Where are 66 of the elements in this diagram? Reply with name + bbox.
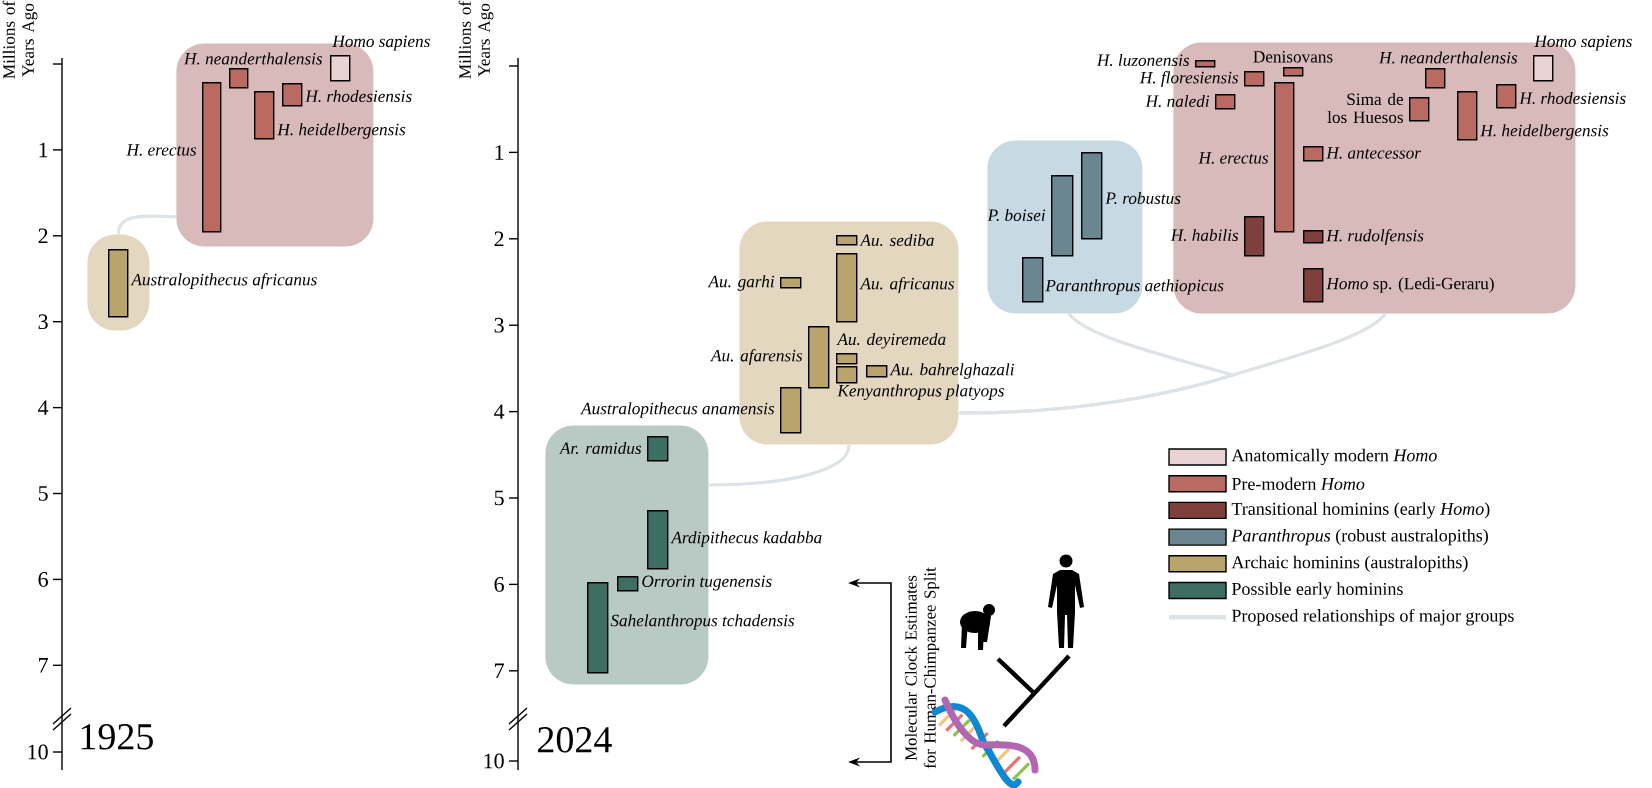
tick-label: 7 [39,658,48,673]
species-label: H. neanderthalensis [183,52,323,65]
legend-label: Paranthropus (robust australopiths) [1231,528,1488,546]
species-label: P. boisei [987,208,1046,222]
tick-label: 3 [494,317,504,333]
legend-label: Transitional hominins (early Homo) [1231,502,1490,519]
species-label: H. rudolfensis [1326,229,1424,245]
species-label: Ardipithecus kadabba [670,531,822,547]
tick-label: 7 [495,663,504,678]
species-label: Au. deyiremeda [836,333,946,349]
species-label: Ar. ramidus [558,441,642,455]
species-label: H. antecessor [1326,147,1422,159]
tick-label: 1 [39,142,48,158]
species-label: H. neanderthalensis [1378,51,1518,64]
tick-label: 2 [38,228,48,244]
tick-label: 5 [494,490,504,506]
axis-title: Millions of Years Ago [458,0,494,79]
tick-label: 4 [494,404,505,419]
legend-label: Archaic hominins (australopiths) [1231,555,1468,572]
year-label: 2024 [538,727,612,753]
species-label: Homo sapiens [332,35,430,51]
year-label: 1925 [81,724,153,750]
tick-label: 10 [484,753,504,769]
legend-label: Anatomically modern Homo [1231,448,1437,466]
legend-label: Possible early hominins [1231,582,1403,599]
rotated-note: Molecular Clock Estimates for Human-Chimpanzee Split [904,567,940,769]
species-label: Paranthropus aethiopicus [1045,279,1224,295]
axis-title: Millions of Years Ago [2,0,38,79]
tick-label: 2 [494,231,504,247]
species-label: Kenyanthropus platyops [837,384,1004,401]
species-label: H. heidelbergensis [1480,124,1609,140]
species-label: Sahelanthropus tchadensis [610,614,795,630]
tick-label: 5 [38,486,48,501]
species-label: H. heidelbergensis [277,123,406,139]
relationship-curve [116,214,177,235]
species-label: H. erectus [126,144,197,156]
tick-label: 3 [38,314,48,330]
tick-label: 10 [28,744,48,760]
relationship-curve [958,312,1387,415]
species-label: H. luzonensis [1096,53,1190,67]
species-label: H. habilis [1170,228,1239,242]
tick-label: 6 [494,577,504,592]
species-label: Sima de los Huesos [1327,92,1403,124]
species-label: P. robustus [1105,191,1181,205]
species-label: H. erectus [1198,152,1269,164]
species-label: H. rhodesiensis [1519,91,1626,105]
species-label: Homo sp. (Ledi-Geraru) [1326,277,1494,293]
species-label: Au. bahrelghazali [889,363,1014,379]
tick-label: 4 [38,400,49,415]
species-label: Orrorin tugenensis [642,575,772,591]
species-label: H. floresiensis [1139,71,1239,87]
species-label: Australopithecus anamensis [580,402,775,418]
relationship-curve [708,444,851,487]
species-label: Au. garhi [707,275,775,291]
species-label: H. rhodesiensis [305,89,412,103]
legend-label: Pre-modern Homo [1231,477,1365,491]
legend-label: Proposed relationships of major groups [1231,608,1514,626]
species-label: Denisovans [1253,51,1333,63]
species-label: H. naledi [1145,94,1210,108]
tick-label: 6 [38,572,48,587]
species-label: Au. afarensis [710,349,803,365]
species-label: Au. africanus [859,277,954,293]
species-label: Homo sapiens [1534,35,1632,51]
species-label: Australopithecus africanus [130,273,317,289]
species-label: Au. sediba [859,233,934,247]
tick-label: 1 [495,145,504,160]
